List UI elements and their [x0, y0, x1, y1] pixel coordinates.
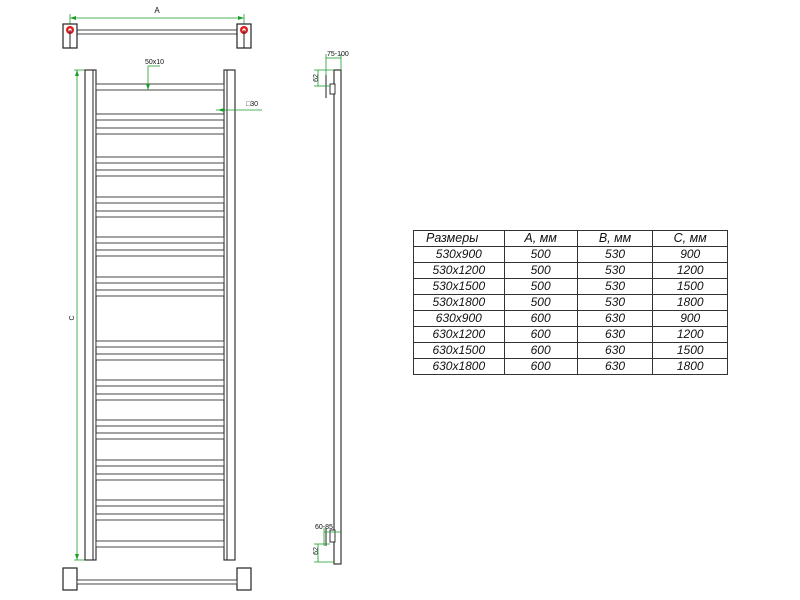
a-cell: 500: [503, 246, 578, 263]
a-cell: 600: [503, 310, 578, 327]
b-cell: 630: [576, 358, 654, 375]
size-cell: 630x1500: [413, 342, 505, 359]
crossbar: [95, 196, 225, 204]
side-view: 75-100 62 60-85 62: [313, 51, 349, 565]
crossbar: [95, 169, 225, 177]
size-cell: 630x900: [413, 310, 505, 327]
crossbar: [95, 379, 225, 387]
crossbar: [95, 249, 225, 257]
a-cell: 600: [503, 326, 578, 343]
crossbar: [95, 340, 225, 348]
crossbar: [95, 473, 225, 481]
crossbar: [95, 513, 225, 521]
top-view-bar: [67, 29, 247, 35]
b-cell: 630: [576, 326, 654, 343]
height-dimension-label: C: [69, 315, 76, 320]
c-cell: 1500: [652, 342, 728, 359]
size-cell: 530x1800: [413, 294, 505, 311]
profile-dimension: 50x10: [145, 59, 164, 90]
bottom-wall-mount: [329, 529, 336, 543]
top-view: A: [62, 6, 252, 49]
crossbar: [95, 432, 225, 440]
crossbar: [95, 499, 225, 507]
size-cell: 530x1200: [413, 262, 505, 279]
b-cell: 630: [576, 342, 654, 359]
crossbar: [95, 236, 225, 244]
crossbar: [95, 459, 225, 467]
tube-dimension: □30: [216, 101, 262, 112]
crossbar: [95, 393, 225, 401]
bottom-gap-label: 60-85: [315, 524, 333, 531]
front-view: C 50x10 □30: [62, 59, 262, 591]
header-c-mm: C, мм: [652, 230, 728, 247]
crossbar: [95, 276, 225, 284]
c-cell: 1800: [652, 358, 728, 375]
b-cell: 530: [576, 278, 654, 295]
crossbar: [95, 419, 225, 427]
top-offset-label: 62: [313, 74, 320, 82]
crossbars: [95, 83, 225, 548]
c-cell: 900: [652, 246, 728, 263]
b-cell: 530: [576, 262, 654, 279]
header-sizes: Размеры: [413, 230, 505, 247]
crossbar: [95, 289, 225, 297]
size-cell: 630x1200: [413, 326, 505, 343]
c-cell: 1800: [652, 294, 728, 311]
top-wall-mount: [329, 83, 336, 95]
crossbar: [95, 353, 225, 361]
a-cell: 500: [503, 262, 578, 279]
bottom-view-bar: [76, 579, 238, 585]
width-dimension-label: A: [154, 6, 160, 15]
crossbar: [95, 156, 225, 164]
size-cell: 530x1500: [413, 278, 505, 295]
crossbar: [95, 540, 225, 548]
header-a-mm: A, мм: [503, 230, 578, 247]
a-cell: 500: [503, 294, 578, 311]
c-cell: 1200: [652, 262, 728, 279]
side-view-rail: [333, 69, 342, 565]
crossbar: [95, 83, 225, 91]
profile-dimension-label: 50x10: [145, 59, 164, 66]
crossbar: [95, 210, 225, 218]
table-header-row: Размеры A, мм B, мм C, мм: [413, 230, 728, 247]
wall-gap-label: 75-100: [327, 51, 349, 58]
size-cell: 630x1800: [413, 358, 505, 375]
bottom-offset-label: 62: [313, 547, 320, 555]
a-cell: 600: [503, 358, 578, 375]
a-cell: 500: [503, 278, 578, 295]
header-b-mm: B, мм: [576, 230, 654, 247]
b-cell: 630: [576, 310, 654, 327]
b-cell: 530: [576, 294, 654, 311]
right-bracket-bottom: [236, 567, 252, 591]
left-side-rail: [84, 69, 97, 561]
c-cell: 1200: [652, 326, 728, 343]
tube-dimension-label: □30: [246, 101, 258, 108]
size-cell: 530x900: [413, 246, 505, 263]
c-cell: 900: [652, 310, 728, 327]
right-side-rail: [223, 69, 236, 561]
left-bracket-bottom: [62, 567, 78, 591]
a-cell: 600: [503, 342, 578, 359]
crossbar: [95, 127, 225, 135]
b-cell: 530: [576, 246, 654, 263]
c-cell: 1500: [652, 278, 728, 295]
crossbar: [95, 113, 225, 121]
